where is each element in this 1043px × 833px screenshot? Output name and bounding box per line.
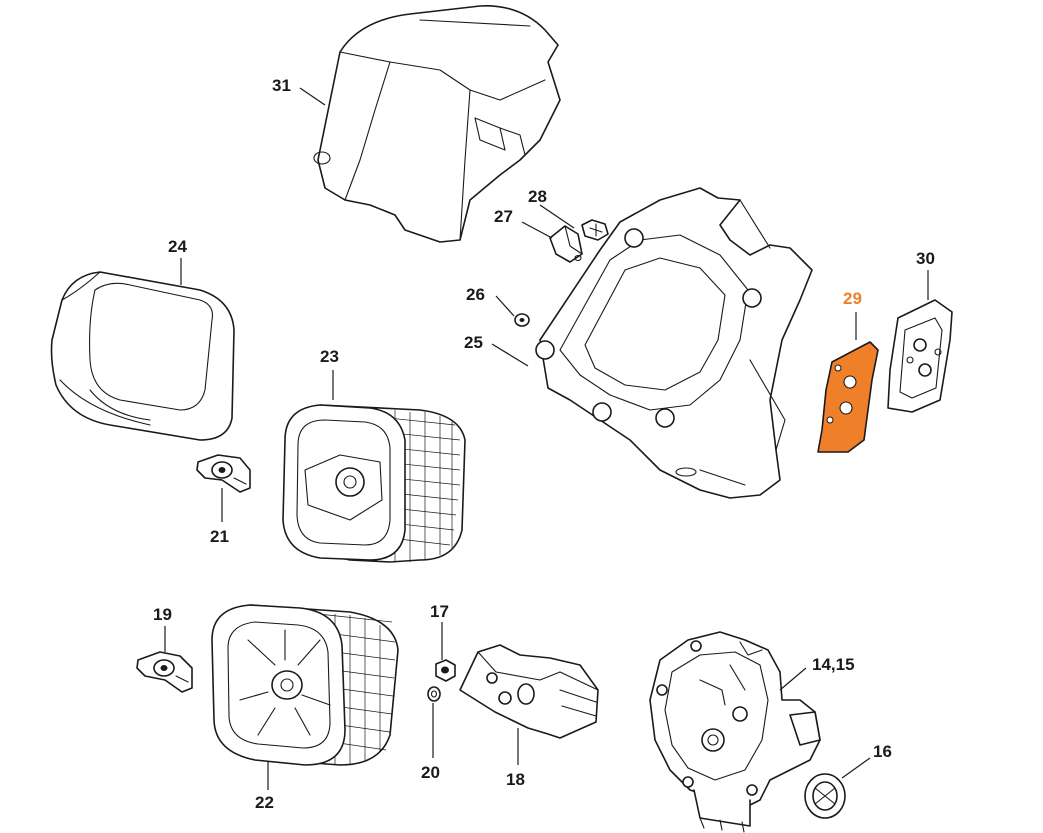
leader-lines (164, 87, 929, 790)
part-19-wing-nut[interactable] (136, 651, 193, 693)
part-16-grommet[interactable] (804, 773, 846, 819)
label-23: 23 (320, 347, 339, 366)
part-31-top-cover[interactable] (313, 5, 561, 243)
label-30: 30 (916, 249, 935, 268)
part-18-bracket[interactable] (459, 644, 599, 739)
label-20: 20 (421, 763, 440, 782)
part-20-washer[interactable] (427, 686, 441, 702)
part-27-clip[interactable] (549, 225, 583, 263)
label-22: 22 (255, 793, 274, 812)
label-19: 19 (153, 605, 172, 624)
part-14-15-carburetor-housing[interactable] (649, 631, 821, 833)
label-24: 24 (168, 237, 187, 256)
label-29-highlighted: 29 (843, 289, 862, 308)
label-17: 17 (430, 602, 449, 621)
part-29-gasket-highlighted[interactable] (817, 341, 879, 453)
part-28-screw[interactable] (581, 219, 609, 241)
label-27: 27 (494, 207, 513, 226)
part-25-housing[interactable] (535, 187, 813, 499)
label-16: 16 (873, 742, 892, 761)
part-23-air-filter[interactable] (282, 404, 466, 563)
part-17-nut[interactable] (435, 659, 456, 682)
part-30-cover-plate[interactable] (887, 299, 953, 413)
label-21: 21 (210, 527, 229, 546)
label-14-15: 14,15 (812, 655, 855, 674)
part-21-wing-nut[interactable] (196, 454, 251, 493)
part-26-nut[interactable] (514, 313, 530, 327)
label-31: 31 (272, 76, 291, 95)
label-18: 18 (506, 770, 525, 789)
label-25: 25 (464, 333, 483, 352)
part-24-filter-sleeve[interactable] (50, 271, 235, 441)
label-26: 26 (466, 285, 485, 304)
part-22-air-filter[interactable] (211, 604, 399, 766)
label-28: 28 (528, 187, 547, 206)
